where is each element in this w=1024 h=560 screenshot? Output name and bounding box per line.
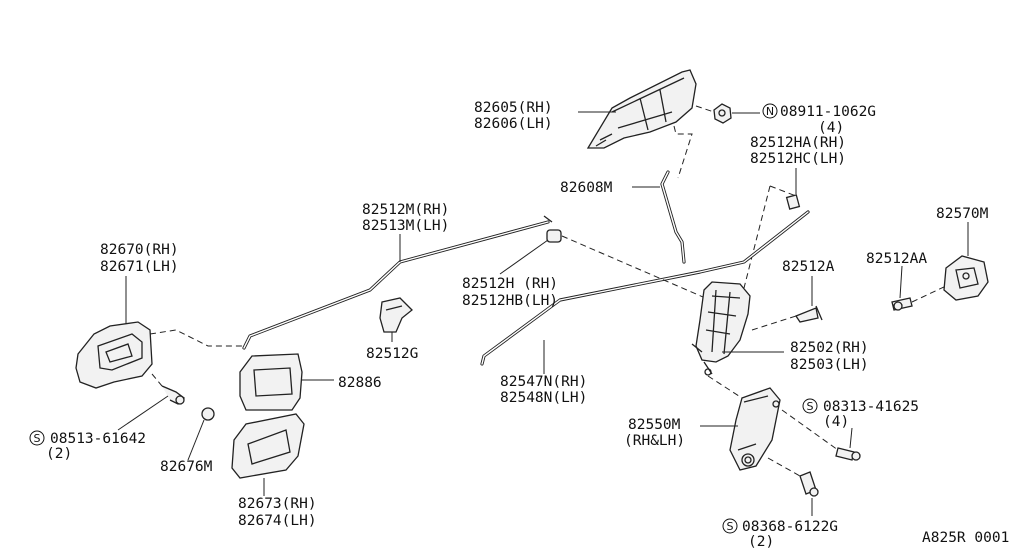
label-82606: 82606(LH) <box>474 116 553 132</box>
label-82676m: 82676M <box>160 459 213 475</box>
label-08911: 08911-1062G <box>780 104 876 120</box>
label-82512hc: 82512HC(LH) <box>750 151 846 167</box>
s-symbol-08513: S <box>29 430 45 446</box>
svg-text:S: S <box>727 520 734 533</box>
s-symbol-08368: S <box>722 518 738 534</box>
label-82548n: 82548N(LH) <box>500 390 587 406</box>
label-08313-qty: (4) <box>823 414 849 430</box>
screw-82512a <box>795 305 823 323</box>
leader-82512aa <box>899 265 903 299</box>
screw-08313 <box>835 447 861 461</box>
door-lock-assembly <box>691 281 751 376</box>
label-82512ha: 82512HA(RH) <box>750 135 846 151</box>
label-08911-qty: (4) <box>818 120 844 136</box>
svg-text:S: S <box>807 400 814 413</box>
screw-08513 <box>161 385 185 405</box>
dash-82512ha <box>743 185 797 289</box>
svg-text:N: N <box>766 105 774 118</box>
escutcheon-82673 <box>231 413 305 479</box>
clip-82512ha <box>785 194 801 210</box>
label-82512m: 82512M(RH) <box>362 202 449 218</box>
clip-82512h <box>546 229 562 243</box>
label-82605: 82605(RH) <box>474 100 553 116</box>
label-08368-qty: (2) <box>748 534 774 550</box>
label-82608m: 82608M <box>560 180 613 196</box>
dash-82512a <box>751 315 797 331</box>
striker-82570m <box>943 255 989 301</box>
dash-08368 <box>767 457 801 477</box>
label-08513: 08513-61642 <box>50 431 146 447</box>
dash-handle-rod <box>673 125 693 179</box>
label-82670: 82670(RH) <box>100 242 179 258</box>
label-82512hb: 82512HB(LH) <box>462 293 558 309</box>
bezel-82886 <box>239 353 303 411</box>
dash-82670 <box>149 329 242 347</box>
inside-door-handle <box>75 321 153 389</box>
cap-82676m <box>201 407 215 421</box>
hex-nut-08911 <box>713 103 732 124</box>
label-82550m: 82550M <box>628 417 681 433</box>
label-82512a: 82512A <box>782 259 835 275</box>
dash-82512aa <box>911 285 947 303</box>
label-82671: 82671(LH) <box>100 259 179 275</box>
label-82674: 82674(LH) <box>238 513 317 529</box>
dash-82512h <box>561 235 711 301</box>
n-symbol-08911: N <box>762 103 778 119</box>
dash-nut <box>695 105 715 113</box>
outside-door-handle <box>586 69 697 149</box>
label-82570m: 82570M <box>936 206 989 222</box>
label-08368: 08368-6122G <box>742 519 838 535</box>
dash-82550m <box>707 375 743 399</box>
label-08313: 08313-41625 <box>823 399 919 415</box>
leader-08313 <box>849 427 853 449</box>
leader-82512h <box>499 239 549 275</box>
protector-82550m <box>729 387 781 471</box>
dash-08313 <box>781 409 839 451</box>
rod-82512m <box>242 215 553 350</box>
rod-82547n <box>480 210 810 366</box>
diagram-code: A825R 0001 <box>922 530 1009 546</box>
label-82512aa: 82512AA <box>866 251 927 267</box>
label-82512h: 82512H (RH) <box>462 276 558 292</box>
leader-82676m <box>187 419 205 461</box>
rod-82608m <box>660 170 686 264</box>
label-82673: 82673(RH) <box>238 496 317 512</box>
screw-82512aa <box>891 297 913 311</box>
dash-screw-08513 <box>151 373 163 387</box>
leader-08513 <box>117 395 169 431</box>
label-82886: 82886 <box>338 375 382 391</box>
label-08513-qty: (2) <box>46 446 72 462</box>
clip-82512g <box>379 297 413 333</box>
label-82550m-side: (RH&LH) <box>624 433 685 449</box>
s-symbol-08313: S <box>802 398 818 414</box>
label-82513m: 82513M(LH) <box>362 218 449 234</box>
label-82502: 82502(RH) <box>790 340 869 356</box>
label-82547n: 82547N(RH) <box>500 374 587 390</box>
screw-08368 <box>799 471 819 497</box>
svg-text:S: S <box>34 432 41 445</box>
label-82503: 82503(LH) <box>790 357 869 373</box>
label-82512g: 82512G <box>366 346 418 362</box>
